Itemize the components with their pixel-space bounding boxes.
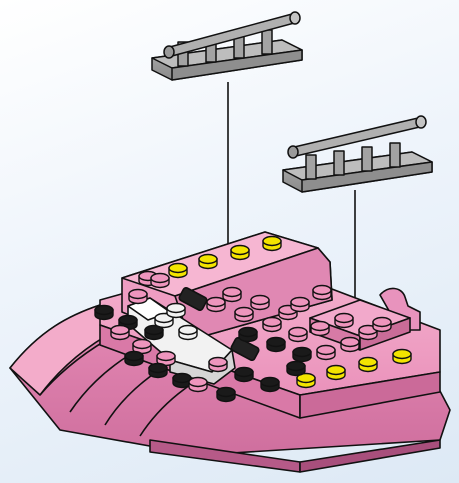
stud [267,338,285,352]
stud [317,346,335,360]
stud [341,338,359,352]
stud [327,366,345,380]
stud [167,304,185,318]
stud [151,274,169,288]
stud [199,255,217,269]
stud [263,318,281,332]
stud [359,358,377,372]
stud [235,308,253,322]
stud [111,326,129,340]
stud [125,352,143,366]
stud [373,318,391,332]
stud [311,322,329,336]
stud [287,362,305,376]
stud [291,298,309,312]
stud [235,368,253,382]
stud [129,290,147,304]
stud [335,314,353,328]
stud [393,350,411,364]
stud [313,286,331,300]
stud [209,358,227,372]
stud [179,326,197,340]
stud [251,296,269,310]
stud [169,264,187,278]
stud [231,246,249,260]
pink-vehicle-model [10,232,450,472]
stud [149,364,167,378]
stud [223,288,241,302]
stud [289,328,307,342]
stud [239,328,257,342]
grey-bar-holder-part-2 [283,116,432,192]
stud [261,378,279,392]
stud [217,388,235,402]
stud [293,348,311,362]
stud [95,306,113,320]
stud [207,298,225,312]
stud [263,237,281,251]
grey-bar-holder-part-1 [152,12,302,80]
stud [189,378,207,392]
